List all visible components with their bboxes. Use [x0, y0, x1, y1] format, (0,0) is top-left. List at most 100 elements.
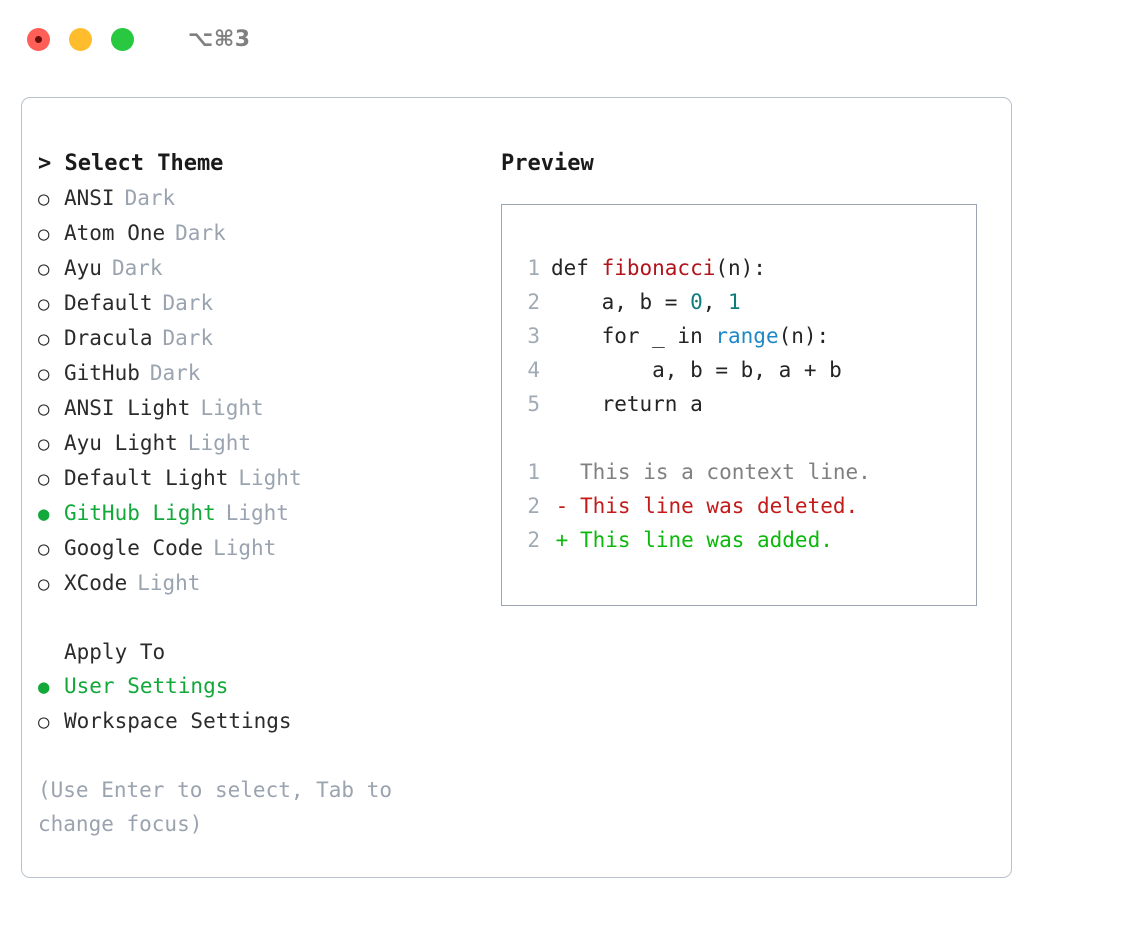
- code-line: 2 a, b = 0, 1: [516, 285, 976, 319]
- code-token-plain: return a: [551, 392, 703, 416]
- code-line: 1 def fibonacci(n):: [516, 251, 976, 285]
- diff-line-context: 1 This is a context line.: [516, 455, 976, 489]
- theme-option-label: GitHub: [64, 361, 140, 385]
- code-line-number: 2: [527, 290, 540, 314]
- code-line-text: a, b = 0, 1: [551, 285, 741, 319]
- theme-option-ayu-light[interactable]: ○ Ayu Light Light: [38, 426, 478, 461]
- code-token-plain: def: [551, 256, 602, 280]
- radio-unselected-icon: ○: [38, 188, 50, 210]
- theme-option-label: GitHub Light: [64, 501, 216, 525]
- diff-line-text: This is a context line.: [580, 460, 871, 484]
- select-theme-heading: > Select Theme: [38, 151, 224, 176]
- code-line-text: a, b = b, a + b: [551, 353, 842, 387]
- theme-option-label: Ayu: [64, 256, 102, 280]
- hint-spacer: [38, 739, 478, 773]
- code-token-builtin: range: [715, 324, 779, 348]
- code-line-number: 4: [527, 358, 540, 382]
- radio-unselected-icon: ○: [38, 363, 50, 385]
- theme-option-github[interactable]: ○ GitHub Dark: [38, 356, 478, 391]
- apply-to-list[interactable]: ● User Settings ○Workspace Settings: [38, 669, 478, 739]
- radio-unselected-icon: ○: [38, 328, 50, 350]
- code-diff-gap: [516, 421, 976, 455]
- radio-selected-icon: ●: [38, 503, 50, 525]
- list-spacer: [38, 601, 478, 635]
- theme-option-label: ANSI: [64, 186, 115, 210]
- theme-option-variant: Dark: [175, 221, 226, 245]
- theme-option-variant: Dark: [162, 291, 214, 315]
- maximize-window-button[interactable]: [111, 27, 134, 51]
- diff-line-added: 2 + This line was added.: [516, 523, 976, 557]
- code-line-text: return a: [551, 387, 703, 421]
- code-line: 3 for _ in range(n):: [516, 319, 976, 353]
- diff-line-number: 1: [527, 460, 540, 484]
- theme-option-variant: Light: [187, 431, 252, 455]
- code-line-number: 3: [527, 324, 540, 348]
- code-line: 5 return a: [516, 387, 976, 421]
- theme-option-label: Google Code: [64, 536, 204, 560]
- theme-option-variant: Light: [200, 396, 264, 420]
- apply-to-option-user-settings[interactable]: ● User Settings: [38, 669, 478, 704]
- title-bar: ⌥⌘3: [0, 0, 1140, 78]
- theme-option-variant: Dark: [149, 361, 201, 385]
- theme-option-variant: Dark: [162, 326, 214, 350]
- preview-heading: Preview: [501, 151, 594, 176]
- code-token-plain: a, b =: [551, 290, 691, 314]
- apply-to-option-label: User Settings: [64, 674, 229, 698]
- code-token-plain: ,: [702, 290, 729, 314]
- radio-unselected-icon: ○: [38, 573, 50, 595]
- radio-unselected-icon: ○: [38, 398, 50, 420]
- keyboard-hint-text: (Use Enter to select, Tab to change focu…: [38, 778, 405, 836]
- diff-marker-icon: +: [555, 528, 569, 552]
- window-controls: [27, 27, 134, 51]
- code-line-number: 5: [527, 392, 540, 416]
- theme-option-label: Ayu Light: [64, 431, 178, 455]
- theme-option-label: XCode: [64, 571, 128, 595]
- radio-unselected-icon: ○: [38, 223, 50, 245]
- diff-line-number: 2: [527, 528, 540, 552]
- code-line-text: for _ in range(n):: [551, 319, 830, 353]
- apply-to-heading: Apply To: [64, 640, 166, 664]
- diff-marker-icon: -: [555, 494, 569, 518]
- code-token-function: fibonacci: [601, 256, 716, 280]
- radio-unselected-icon: ○: [38, 258, 50, 280]
- close-window-button[interactable]: [27, 27, 50, 51]
- diff-line-text: This line was deleted.: [580, 494, 859, 518]
- code-line: 4 a, b = b, a + b: [516, 353, 976, 387]
- radio-unselected-icon: ○: [38, 538, 50, 560]
- code-line-number: 1: [527, 256, 540, 280]
- diff-sample: 1 This is a context line.2-This line was…: [516, 455, 976, 557]
- theme-option-dracula[interactable]: ○ Dracula Dark: [38, 321, 478, 356]
- diff-line-number: 2: [527, 494, 540, 518]
- keyboard-shortcut-label: ⌥⌘3: [188, 26, 251, 52]
- apply-to-option-workspace-settings[interactable]: ○Workspace Settings: [38, 704, 478, 739]
- code-line-text: def fibonacci(n):: [551, 251, 766, 285]
- theme-option-label: Dracula: [64, 326, 153, 350]
- radio-selected-icon: ●: [38, 676, 50, 698]
- radio-unselected-icon: ○: [38, 711, 50, 733]
- diff-line-deleted: 2-This line was deleted.: [516, 489, 976, 523]
- minimize-window-button[interactable]: [69, 27, 92, 51]
- theme-option-label: Default: [64, 291, 153, 315]
- theme-option-label: Default Light: [64, 466, 229, 490]
- code-token-number: 1: [728, 290, 741, 314]
- diff-line-text: This line was added.: [580, 528, 833, 552]
- code-token-plain: (n):: [715, 256, 766, 280]
- code-token-number: 0: [690, 290, 703, 314]
- radio-unselected-icon: ○: [38, 433, 50, 455]
